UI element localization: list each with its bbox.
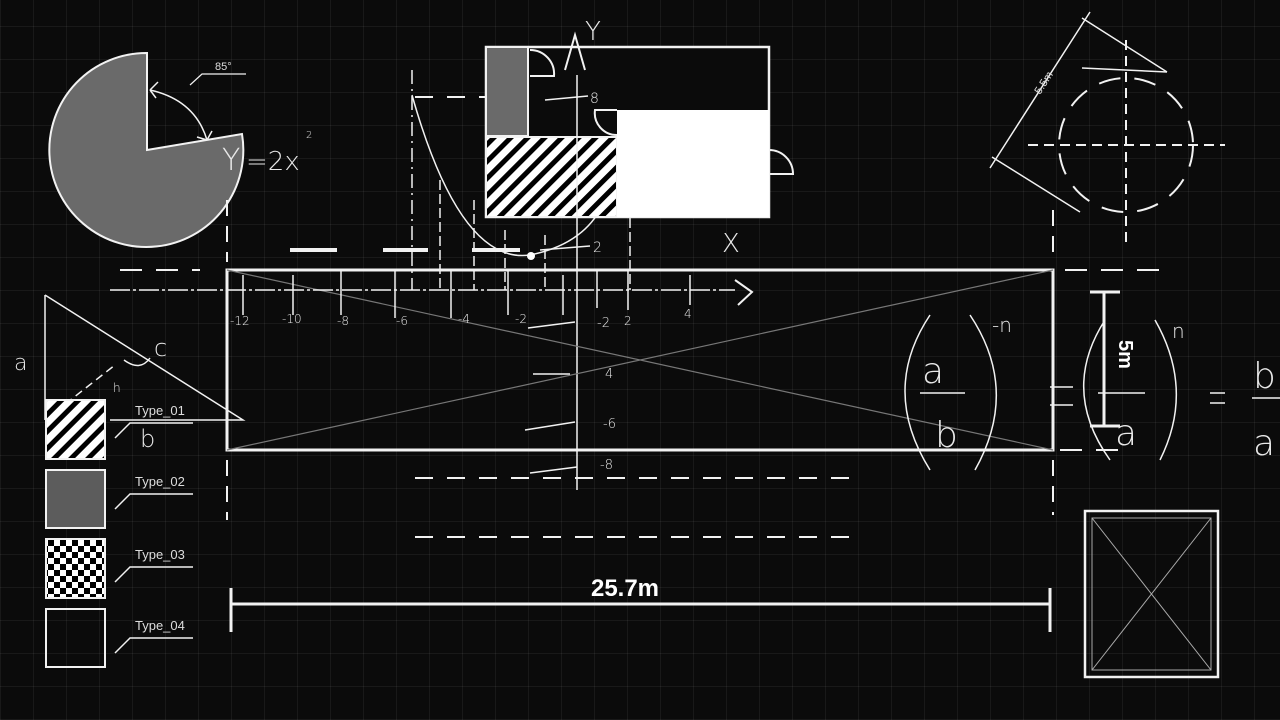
equation-exponent: 2 (306, 130, 312, 141)
y-tick-label: 2 (593, 240, 602, 256)
legend-label: Type_04 (135, 618, 185, 633)
formula-term: -n (992, 313, 1012, 337)
x-tick-label: -6 (396, 314, 408, 328)
main-rectangle (120, 200, 1165, 520)
height-label: 5m (1114, 340, 1136, 369)
triangle: a b c h (14, 294, 246, 453)
leader-line (189, 73, 246, 86)
door-arc (529, 48, 556, 77)
x-axis-label: X (722, 229, 740, 259)
y-axis-ticks: -2 4 -6 -8 (524, 316, 616, 474)
angle-label: 85° (215, 61, 232, 73)
arrow-icon (149, 81, 213, 141)
x-tick-label: -4 (458, 312, 470, 326)
side-a-label: a (14, 351, 27, 376)
x-tick-label: -12 (230, 314, 250, 328)
x-tick-label: 4 (684, 307, 692, 321)
tick (539, 245, 591, 251)
tick (544, 95, 589, 101)
width-label: 25.7m (591, 575, 659, 602)
legend-label: Type_01 (135, 403, 185, 418)
x-tick-label: -2 (515, 312, 527, 326)
legend-item: Type_02 (45, 469, 193, 529)
height-dimension: 5m (1090, 290, 1136, 428)
formula-term: = (1048, 399, 1049, 401)
vertex-point (527, 252, 535, 260)
floor-plan (484, 45, 795, 219)
legend: Type_01 Type_02 Type_03 Type_04 (45, 399, 193, 668)
y-axis-arrow-icon (564, 31, 586, 71)
x-axis-arrow-icon (734, 279, 754, 306)
y-tick-label: -2 (597, 316, 610, 331)
dashed-circle: 5.5m (989, 11, 1225, 248)
y-tick-label: -6 (603, 417, 616, 432)
crossed-box (1083, 509, 1220, 679)
diagonal-label: 5.5m (1032, 70, 1055, 97)
x-tick-label: -10 (282, 312, 302, 326)
x-tick-label: 2 (624, 314, 632, 328)
equation-rhs: =2x (246, 147, 300, 177)
formula: a b -n = b a n = b a (904, 313, 1280, 471)
formula-term: n (1172, 319, 1185, 343)
side-b-label: b (140, 425, 155, 453)
legend-item: Type_01 (45, 399, 193, 460)
formula-term: a (922, 351, 944, 392)
equation: Y =2x 2 (222, 130, 312, 178)
legend-item: Type_03 (45, 538, 193, 599)
side-c-label: c (154, 334, 167, 362)
dashed-guide (415, 477, 860, 538)
hatch-swatch (45, 399, 106, 460)
angle-arc (149, 89, 208, 141)
x-tick-label: -8 (337, 314, 349, 328)
y-tick-label: 8 (590, 91, 599, 107)
formula-term: = (1208, 399, 1209, 401)
formula-term: a (1253, 423, 1275, 464)
gray-swatch (45, 469, 106, 529)
y-tick-label: 4 (605, 367, 613, 382)
pie-chart: 85° (48, 51, 246, 248)
legend-item: Type_04 (45, 608, 193, 668)
y-tick-label: -8 (600, 458, 613, 473)
legend-label: Type_02 (135, 474, 185, 489)
checker-swatch (45, 538, 106, 599)
formula-term: b (935, 415, 958, 456)
pie-slice (48, 51, 245, 248)
formula-term: b (1253, 356, 1276, 397)
x-axis: -12 -10 -8 -6 -4 -2 2 4 (110, 270, 754, 328)
equation-y: Y (222, 143, 240, 178)
y-axis-label: Y (585, 17, 601, 47)
parabola-curve (411, 94, 601, 257)
door-arc (593, 109, 618, 137)
legend-label: Type_03 (135, 547, 185, 562)
formula-term: a (1115, 413, 1137, 454)
door-arc (768, 149, 795, 175)
height-h-label: h (113, 381, 121, 395)
width-dimension: 25.7m (229, 575, 1052, 632)
empty-swatch (45, 608, 106, 668)
